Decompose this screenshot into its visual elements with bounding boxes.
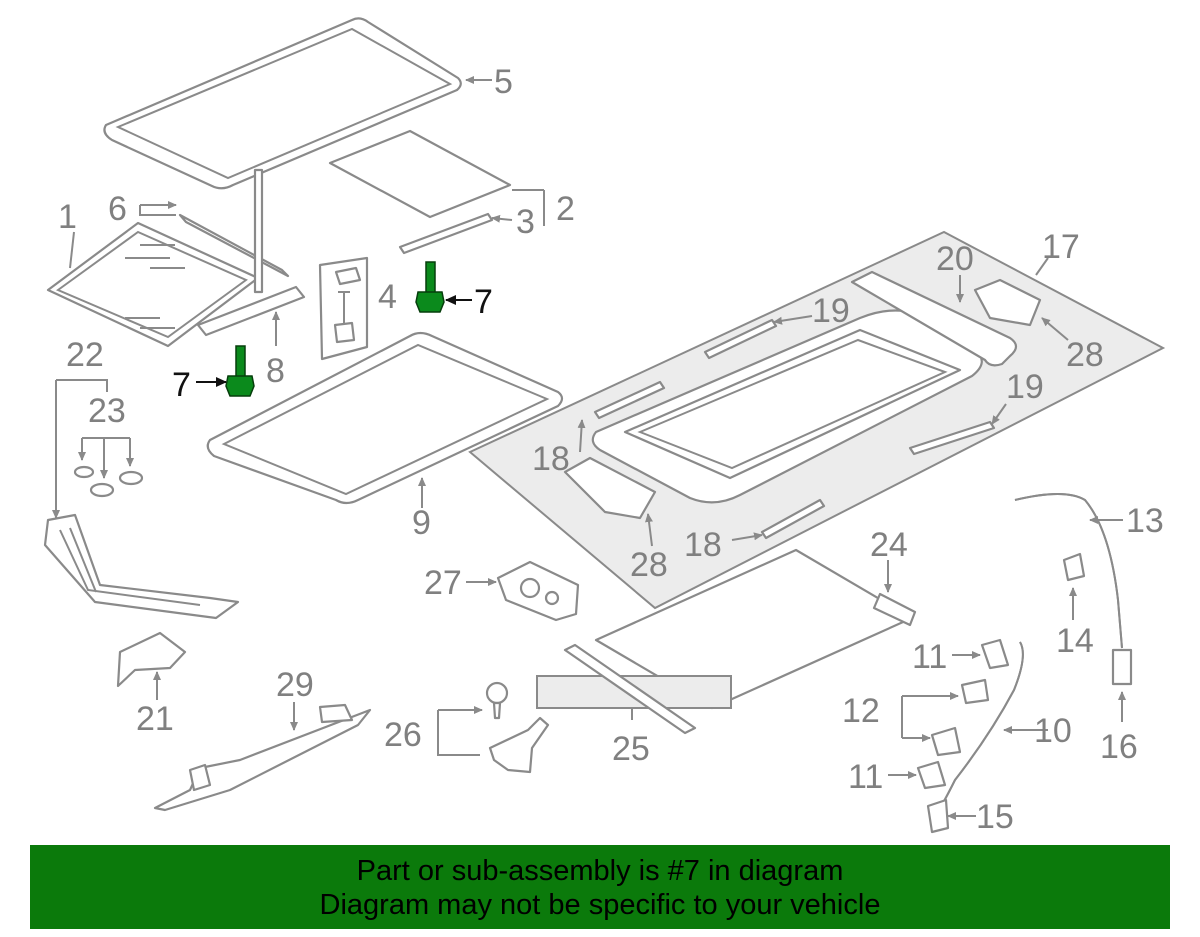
part-11-clip-upper xyxy=(980,638,1010,670)
callout-7-lower: 7 xyxy=(172,366,191,404)
callout-11-lower: 11 xyxy=(848,758,883,796)
callout-6: 6 xyxy=(108,190,127,228)
callout-24: 24 xyxy=(870,526,908,564)
part-3-seal-strip xyxy=(398,212,494,255)
part-6-deflector-strip xyxy=(178,168,290,294)
callout-11-upper: 11 xyxy=(912,638,947,676)
callout-12: 12 xyxy=(842,692,880,730)
callout-14: 14 xyxy=(1056,622,1094,660)
part-11-clip-lower xyxy=(916,760,947,790)
callout-9: 9 xyxy=(412,504,431,542)
part-26-screw-bracket xyxy=(485,681,550,774)
callout-19-right: 19 xyxy=(1006,368,1044,406)
part-5-glass-seal xyxy=(103,17,462,190)
callout-23: 23 xyxy=(88,392,126,430)
part-16-grommet xyxy=(1111,648,1133,686)
callout-18-left: 18 xyxy=(532,440,570,478)
callout-25: 25 xyxy=(612,730,650,768)
part-4-bracket-kit xyxy=(318,256,369,361)
callout-15: 15 xyxy=(976,798,1014,836)
part-23-clips xyxy=(73,465,144,498)
part-2-glass-panel xyxy=(328,129,512,219)
callout-26: 26 xyxy=(384,716,422,754)
callout-4: 4 xyxy=(378,278,397,316)
info-banner: Part or sub-assembly is #7 in diagram Di… xyxy=(30,845,1170,929)
callout-3: 3 xyxy=(516,203,535,241)
part-13-drain-hose xyxy=(1014,493,1123,649)
callout-20: 20 xyxy=(936,240,974,278)
callout-7-upper: 7 xyxy=(474,283,493,321)
part-29-rear-trim xyxy=(153,703,372,812)
part-7-bolt-upper xyxy=(415,261,445,313)
callout-2: 2 xyxy=(556,190,575,228)
callout-16: 16 xyxy=(1100,728,1138,766)
part-21-bracket xyxy=(116,631,187,688)
callout-8: 8 xyxy=(266,352,285,390)
part-15-clip xyxy=(926,798,950,834)
part-17-frame-assembly xyxy=(468,230,1166,610)
callout-29: 29 xyxy=(276,666,314,704)
callout-5: 5 xyxy=(494,63,513,101)
callout-13: 13 xyxy=(1126,502,1164,540)
part-25-sunshade-rail xyxy=(536,643,732,735)
banner-line-part: Part or sub-assembly is #7 in diagram xyxy=(356,855,844,887)
callout-22: 22 xyxy=(66,336,104,374)
callout-27: 27 xyxy=(424,564,462,602)
callout-28-bottom: 28 xyxy=(630,546,668,584)
callout-10: 10 xyxy=(1034,712,1072,750)
callout-19-top: 19 xyxy=(812,292,850,330)
callout-28-right: 28 xyxy=(1066,336,1104,374)
callout-21: 21 xyxy=(136,700,174,738)
banner-line-disclaimer: Diagram may not be specific to your vehi… xyxy=(319,889,881,921)
callout-18-bottom: 18 xyxy=(684,526,722,564)
part-9-frame-seal xyxy=(206,331,564,505)
leader-lines xyxy=(52,76,1126,820)
part-12-clips xyxy=(930,678,990,757)
leader-lines-part-7 xyxy=(196,295,472,387)
callout-1: 1 xyxy=(58,198,77,236)
part-22-trim-panel xyxy=(43,513,240,620)
part-27-drive-motor xyxy=(496,560,580,622)
part-7-bolt-lower xyxy=(225,345,255,397)
part-8-strip xyxy=(196,285,306,337)
part-10-drain-hose xyxy=(939,641,1024,809)
callout-labels: 5 6 1 2 3 4 7 7 8 9 22 23 21 29 26 27 25… xyxy=(58,63,1164,836)
part-14-clip xyxy=(1062,552,1086,582)
callout-17: 17 xyxy=(1042,228,1080,266)
